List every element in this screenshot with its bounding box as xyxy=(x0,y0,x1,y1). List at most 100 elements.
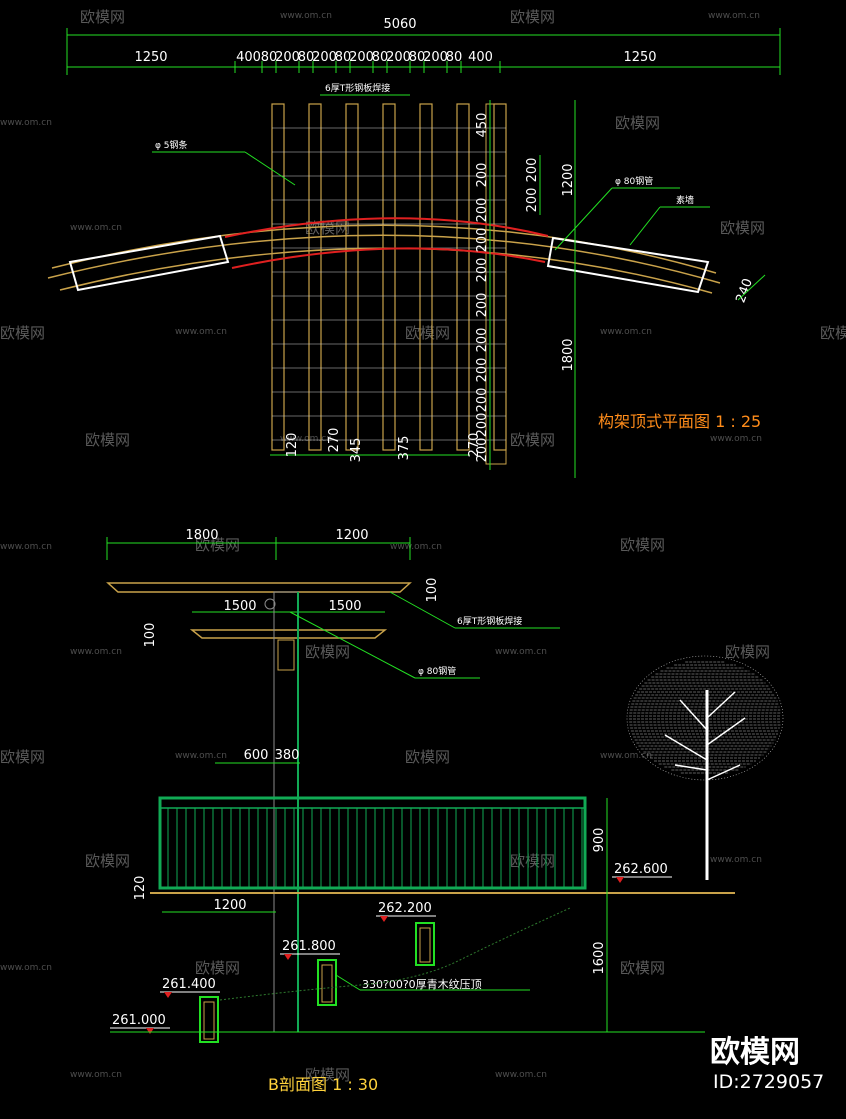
plan-label-tbar: 6厚T形钢板焊接 xyxy=(325,82,390,94)
watermark-url: www.om.cn xyxy=(70,647,122,657)
purlin-board xyxy=(493,103,507,451)
section-title: B剖面图 1 : 30 xyxy=(268,1075,378,1094)
curved-beam-outer xyxy=(47,234,721,284)
purlin-board xyxy=(345,103,359,451)
elevation-triangle-icon xyxy=(616,877,624,883)
watermark-url: www.om.cn xyxy=(495,1070,547,1080)
watermark-text: 欧模网 xyxy=(720,219,765,237)
section-dim-1500: 1500 xyxy=(223,599,256,614)
plan-bottom-dim: 375 xyxy=(397,436,412,461)
tree-branches xyxy=(664,691,746,781)
watermark-text: 欧模网 xyxy=(510,852,555,870)
plan-segment-dim: 80 xyxy=(261,50,278,65)
elevation-label: 262.600 xyxy=(614,862,668,877)
plan-segment-dim: 1250 xyxy=(623,50,656,65)
watermark-url: www.om.cn xyxy=(710,434,762,444)
plan-title: 构架顶式平面图 1 : 25 xyxy=(598,412,761,431)
purlin-board xyxy=(485,103,507,465)
section-dim-1500: 1500 xyxy=(328,599,361,614)
plan-side-dim-line xyxy=(737,274,766,301)
beam-end-left xyxy=(68,234,230,292)
plan-right-small-dim: 200 xyxy=(475,413,490,438)
purlin-board xyxy=(308,103,322,451)
section-label-step: 330?00?0厚青木纹压顶 xyxy=(362,977,482,991)
watermark-text: 欧模网 xyxy=(820,324,846,342)
watermark-text: 欧模网 xyxy=(0,748,45,766)
watermark-url: www.om.cn xyxy=(600,327,652,337)
elevation-triangle-icon xyxy=(380,916,388,922)
plan-label-rod: φ 5钢条 xyxy=(155,139,188,151)
brand-mark: 欧模网 ID:2729057 xyxy=(710,1035,824,1093)
plan-bottom-dim: 120 xyxy=(285,433,300,458)
watermark-text: 欧模网 xyxy=(510,431,555,449)
purlin-board xyxy=(419,103,433,451)
step-pier xyxy=(199,996,219,1043)
step-pier xyxy=(317,959,337,1006)
plan-segment-dim: 200 xyxy=(386,50,411,65)
plan-right-small-dim: 200 xyxy=(475,293,490,318)
purlin-board xyxy=(382,103,396,451)
elevation-label: 262.200 xyxy=(378,901,432,916)
watermark-text: 欧模网 xyxy=(510,8,555,26)
plan-rods xyxy=(272,127,506,441)
curved-beam-inner xyxy=(51,224,717,274)
watermark-text: 欧模网 xyxy=(0,324,45,342)
highlight-beam-upper xyxy=(224,217,549,238)
watermark-url: www.om.cn xyxy=(0,118,52,128)
plan-segment-dim: 400 xyxy=(236,50,261,65)
leader-line xyxy=(244,151,296,186)
plan-segment-dim: 200 xyxy=(349,50,374,65)
leader-line xyxy=(335,974,361,991)
plan-segment-dim: 200 xyxy=(423,50,448,65)
elevation-label: 261.000 xyxy=(112,1013,166,1028)
plan-right-small-dim: 200 xyxy=(475,438,490,463)
section-side-dim: 100 xyxy=(425,578,440,603)
tree-canopy xyxy=(626,655,784,781)
leader-line xyxy=(554,187,613,251)
step-pier-core xyxy=(419,927,431,963)
plan-right-small-dim: 200 xyxy=(475,228,490,253)
section-mid-beam xyxy=(189,629,388,639)
watermark-url: www.om.cn xyxy=(70,223,122,233)
elevation-label: 261.400 xyxy=(162,977,216,992)
watermark-url: www.om.cn xyxy=(0,963,52,973)
beam-end-right xyxy=(546,236,710,294)
section-dim-1800: 1800 xyxy=(185,528,218,543)
section-railing-frame xyxy=(158,796,587,890)
elevation-label: 261.800 xyxy=(282,939,336,954)
section-dim-380: 380 xyxy=(275,748,300,763)
purlin-board xyxy=(456,103,470,451)
section-side-dim: 100 xyxy=(143,623,158,648)
watermark-text: 欧模网 xyxy=(305,219,350,237)
elevation-262200: 262.200 xyxy=(376,901,436,922)
watermark-url: www.om.cn xyxy=(70,1070,122,1080)
brand-logo: 欧模网 xyxy=(710,1035,800,1070)
brand-id: ID:2729057 xyxy=(713,1071,824,1093)
watermark-text: 欧模网 xyxy=(620,959,665,977)
column-bracket xyxy=(277,639,295,671)
section-dim-1600: 1600 xyxy=(592,941,607,974)
watermark-text: 欧模网 xyxy=(305,1066,350,1084)
leader-line xyxy=(389,591,456,629)
elevation-triangle-icon xyxy=(164,992,172,998)
tree-icon xyxy=(626,655,784,880)
tree-canopy-hatch xyxy=(629,661,781,774)
plan-bottom-dim: 270 xyxy=(327,428,342,453)
pipe-joint-icon xyxy=(264,598,276,610)
plan-right-small-dim: 200 xyxy=(475,163,490,188)
watermark-text: 欧模网 xyxy=(305,643,350,661)
plan-segment-dim: 200 xyxy=(312,50,337,65)
watermark-url: www.om.cn xyxy=(390,542,442,552)
watermark-url: www.om.cn xyxy=(175,327,227,337)
watermark-url: www.om.cn xyxy=(280,11,332,21)
plan-dim-1200: 1200 xyxy=(561,163,576,196)
highlight-beam-lower xyxy=(231,247,546,269)
step-pier xyxy=(415,922,435,966)
elevation-261000: 261.000 xyxy=(110,1013,170,1034)
section-label-pipe: φ 80钢管 xyxy=(418,665,456,677)
watermark-url: www.om.cn xyxy=(710,855,762,865)
plan-right-small-dim: 200 xyxy=(475,358,490,383)
step-pier-core xyxy=(203,1001,215,1040)
